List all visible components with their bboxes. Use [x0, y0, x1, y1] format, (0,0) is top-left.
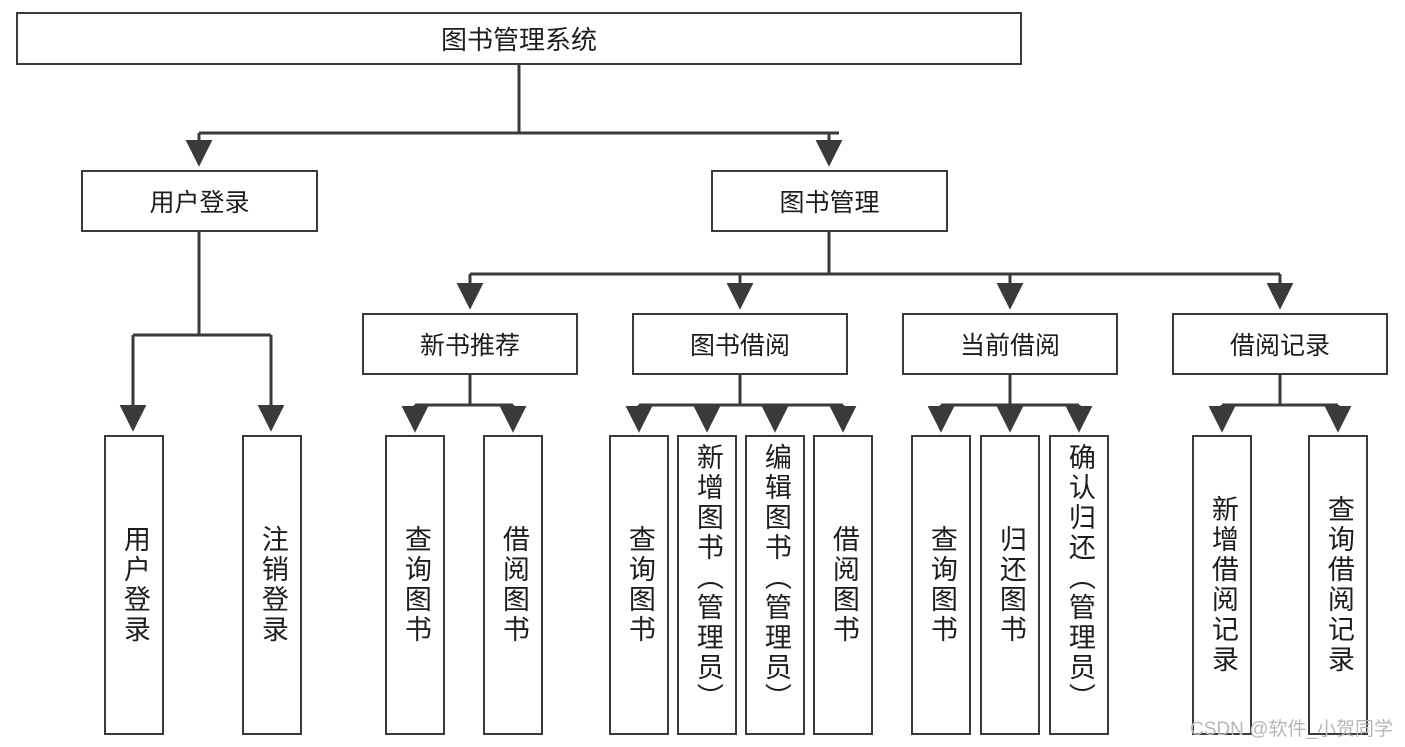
leaf-user-login[interactable]: 用户登录 — [104, 435, 164, 735]
leaf-label: 新增借阅记录 — [1207, 495, 1238, 675]
leaf-borrow-edit-book[interactable]: 编辑图书（管理员） — [745, 435, 805, 735]
leaf-current-confirm-return[interactable]: 确认归还（管理员） — [1049, 435, 1109, 735]
leaf-label: 查询图书 — [400, 525, 431, 645]
leaf-label: 查询图书 — [624, 525, 655, 645]
leaf-label: 编辑图书（管理员） — [760, 443, 791, 713]
node-book-borrow[interactable]: 图书借阅 — [632, 313, 848, 375]
leaf-recommend-query-book[interactable]: 查询图书 — [385, 435, 445, 735]
leaf-label: 确认归还（管理员） — [1064, 443, 1095, 713]
leaf-borrow-query-book[interactable]: 查询图书 — [609, 435, 669, 735]
leaf-label: 新增图书（管理员） — [692, 443, 723, 713]
node-root-system[interactable]: 图书管理系统 — [16, 12, 1022, 65]
leaf-label: 查询借阅记录 — [1323, 495, 1354, 675]
leaf-current-query-book[interactable]: 查询图书 — [911, 435, 971, 735]
node-borrow-record[interactable]: 借阅记录 — [1172, 313, 1388, 375]
leaf-recommend-borrow-book[interactable]: 借阅图书 — [483, 435, 543, 735]
leaf-record-add[interactable]: 新增借阅记录 — [1192, 435, 1252, 735]
node-user-login[interactable]: 用户登录 — [81, 170, 318, 232]
leaf-label: 借阅图书 — [498, 525, 529, 645]
leaf-record-query[interactable]: 查询借阅记录 — [1308, 435, 1368, 735]
node-book-management[interactable]: 图书管理 — [711, 170, 948, 232]
node-current-borrow[interactable]: 当前借阅 — [902, 313, 1118, 375]
leaf-label: 归还图书 — [995, 525, 1026, 645]
leaf-borrow-borrow-book[interactable]: 借阅图书 — [813, 435, 873, 735]
leaf-borrow-add-book[interactable]: 新增图书（管理员） — [677, 435, 737, 735]
leaf-label: 借阅图书 — [828, 525, 859, 645]
watermark-text: CSDN @软件_小贺同学 — [1190, 719, 1393, 740]
leaf-label: 用户登录 — [119, 525, 150, 645]
leaf-current-return-book[interactable]: 归还图书 — [980, 435, 1040, 735]
leaf-label: 查询图书 — [926, 525, 957, 645]
leaf-label: 注销登录 — [257, 525, 288, 645]
node-new-book-recommend[interactable]: 新书推荐 — [362, 313, 578, 375]
leaf-user-logout[interactable]: 注销登录 — [242, 435, 302, 735]
